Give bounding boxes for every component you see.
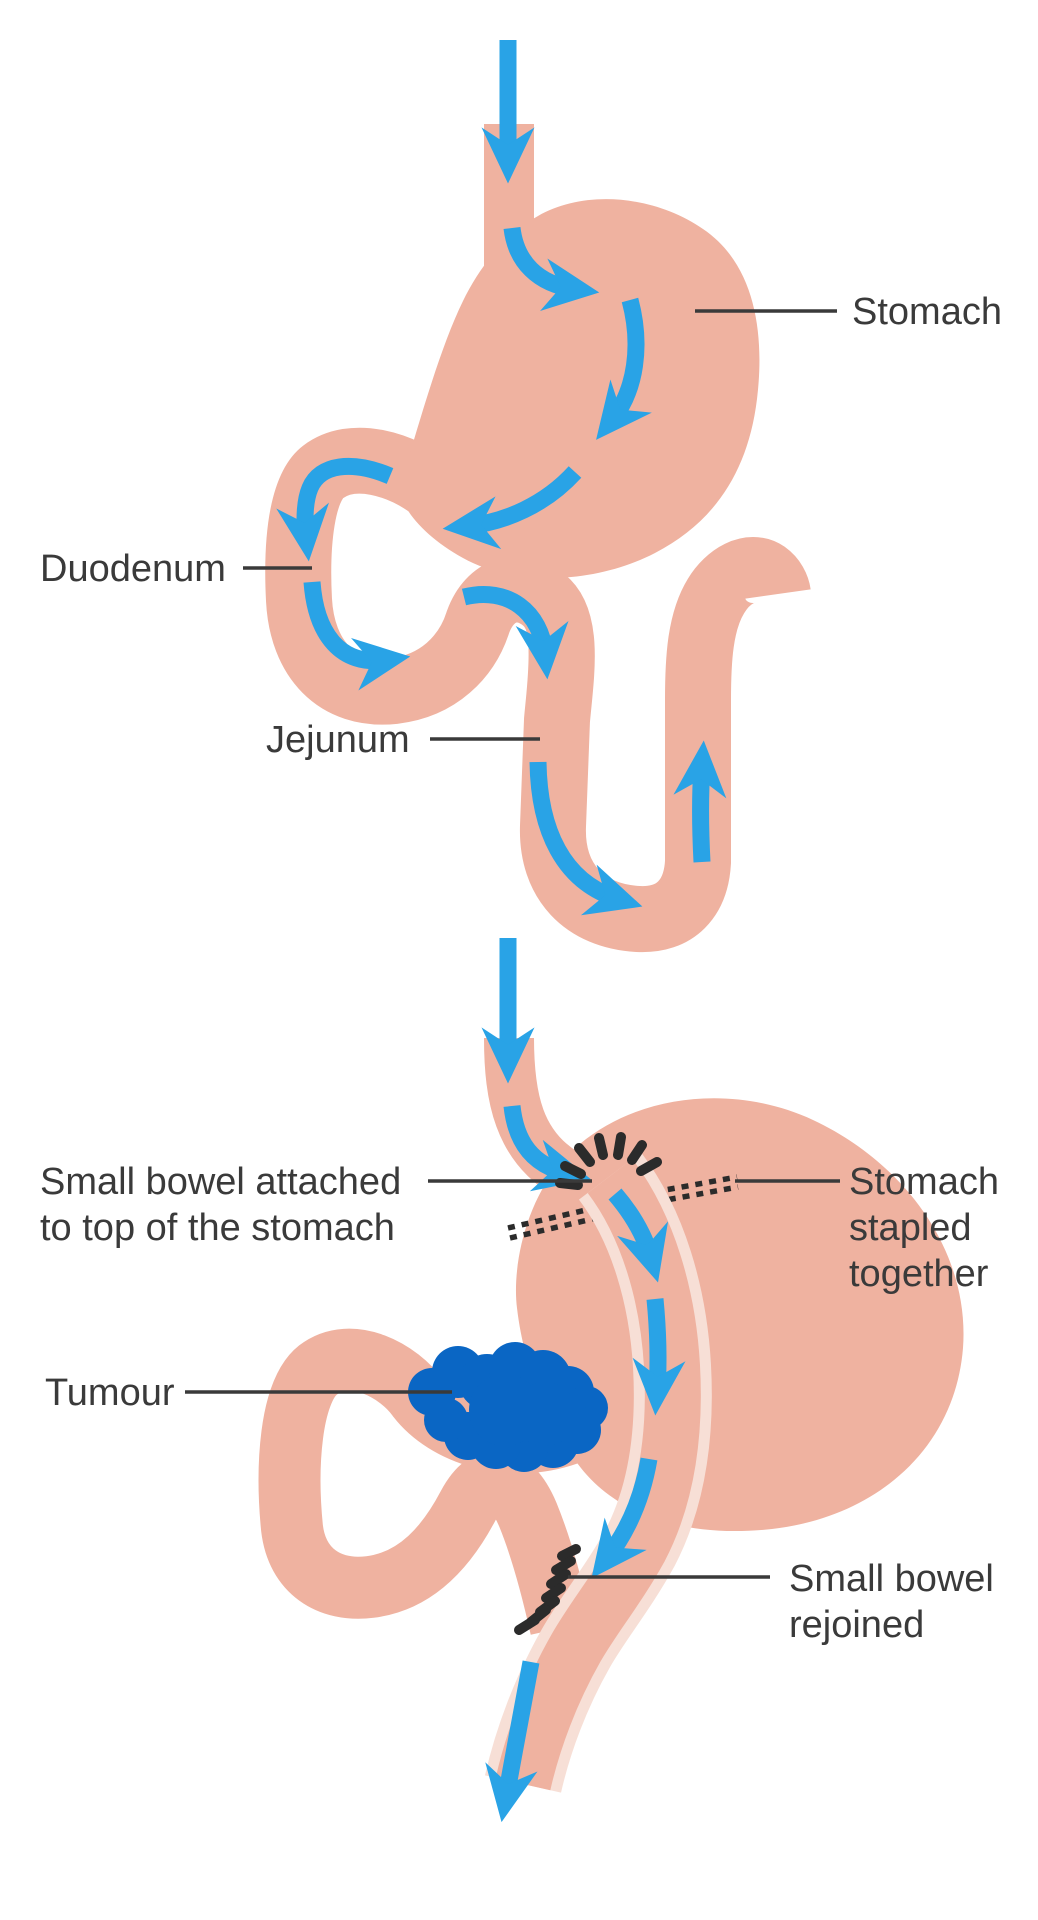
suture-stitch — [541, 1583, 566, 1603]
label-stomach-stapled-line2: stapled — [849, 1207, 972, 1249]
suture-stitch — [627, 1140, 647, 1165]
bottom-flow-arrows — [481, 938, 686, 1823]
bypass-small-bowel — [484, 1152, 712, 1793]
top-leader-lines — [243, 309, 837, 741]
label-tumour: Tumour — [45, 1372, 175, 1414]
top-diagram: Stomach Duodenum Jejunum — [40, 40, 1002, 953]
staple-dotted-row — [653, 1174, 738, 1195]
flow-arrow — [673, 740, 727, 863]
label-stomach-stapled-line3: together — [849, 1253, 989, 1295]
suture-stitch — [551, 1556, 576, 1575]
anastomosis-stitches-bottom — [514, 1544, 581, 1635]
stomach-shape — [399, 199, 760, 579]
label-small-bowel-rejoined-line1: Small bowel — [789, 1558, 994, 1600]
tumour-blob-lobe — [424, 1398, 468, 1442]
label-stomach: Stomach — [852, 291, 1002, 333]
label-duodenum: Duodenum — [40, 548, 226, 590]
flow-arrow — [591, 1457, 658, 1579]
flow-arrow — [608, 1188, 669, 1283]
flow-arrow — [276, 457, 394, 562]
top-flow-arrows — [276, 40, 727, 916]
bypass-bowel-tube — [495, 1159, 701, 1791]
suture-stitch — [546, 1569, 571, 1589]
label-jejunum: Jejunum — [266, 719, 410, 761]
suture-stitch — [514, 1615, 540, 1635]
suture-stitch — [636, 1157, 662, 1176]
flow-arrow — [485, 1660, 540, 1823]
suture-stitch — [613, 1132, 626, 1160]
label-stomach-stapled-line1: Stomach — [849, 1161, 999, 1203]
anastomosis-stitches-top — [555, 1132, 662, 1190]
flow-arrow — [632, 1298, 686, 1416]
suture-stitch — [557, 1544, 581, 1561]
flow-arrow — [442, 466, 582, 550]
tumour-blob-lobe — [513, 1382, 577, 1446]
suture-stitch — [555, 1178, 583, 1190]
flow-arrow — [503, 1104, 591, 1192]
suture-stitch — [574, 1143, 595, 1167]
flow-arrow — [461, 585, 569, 680]
flow-arrow — [303, 581, 411, 691]
flow-arrow — [529, 761, 643, 916]
flow-arrow — [503, 226, 600, 312]
label-small-bowel-attached-line2: to top of the stomach — [40, 1207, 395, 1249]
suture-stitch — [560, 1161, 586, 1179]
suture-stitch — [594, 1133, 608, 1160]
bottom-diagram: Small bowel attached to top of the stoma… — [40, 938, 999, 1823]
bottom-leader-lines — [185, 1179, 840, 1579]
tumour-mass — [408, 1342, 608, 1472]
label-small-bowel-attached-line1: Small bowel attached — [40, 1161, 401, 1203]
label-small-bowel-rejoined-line2: rejoined — [789, 1604, 924, 1646]
flow-arrow — [596, 297, 652, 440]
